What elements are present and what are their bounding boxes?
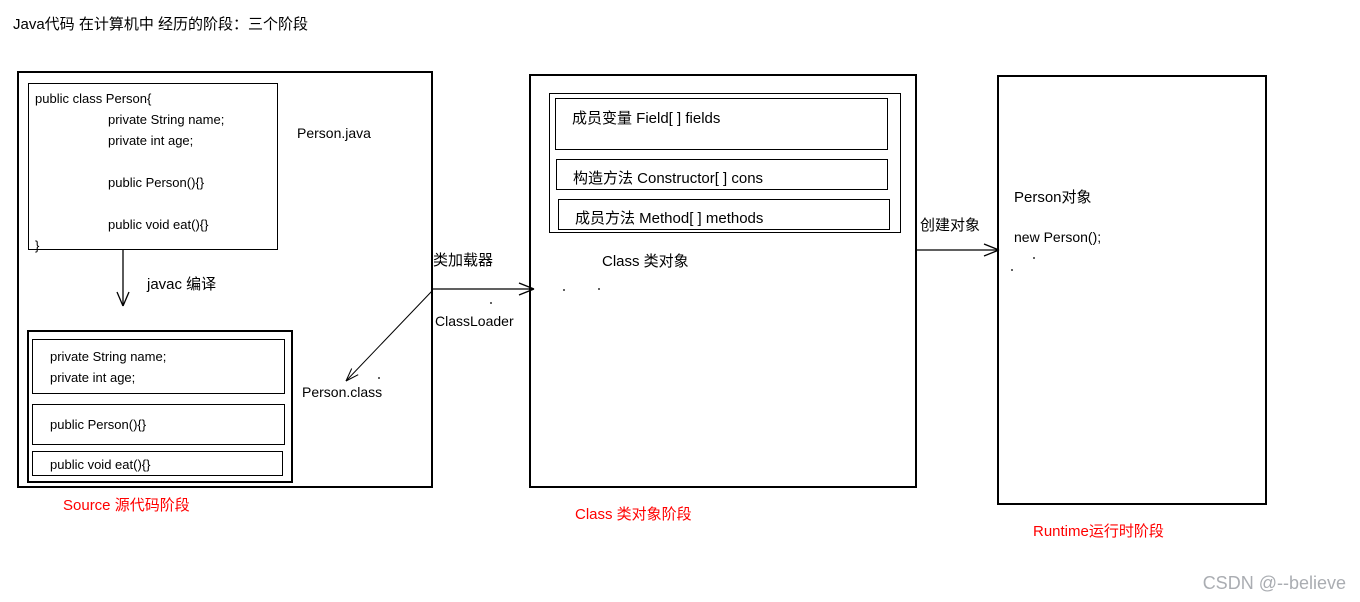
compiled-constructor-box: public Person(){} — [32, 404, 285, 445]
member-fields-box: 成员变量 Field[ ] fields — [555, 98, 888, 150]
class-members-container — [549, 93, 901, 233]
stray-dot — [378, 377, 380, 379]
class-stage-box — [529, 74, 917, 488]
compiled-method-line: public void eat(){} — [50, 457, 151, 472]
runtime-stage-box — [997, 75, 1267, 505]
stray-dot — [490, 302, 492, 304]
code-line: public Person(){} — [108, 175, 205, 190]
new-person-code: new Person(); — [1014, 229, 1102, 245]
class-object-label: Class 类对象 — [602, 253, 689, 270]
runtime-stage-label: Runtime运行时阶段 — [1033, 523, 1164, 540]
person-object-label: Person对象 — [1014, 189, 1092, 206]
code-line: } — [35, 238, 40, 253]
class-stage-label: Class 类对象阶段 — [575, 506, 692, 523]
compiled-fields-box: private String name; private int age; — [32, 339, 285, 394]
code-line-blank — [35, 151, 277, 172]
source-stage-label: Source 源代码阶段 — [63, 497, 190, 514]
code-line-blank — [35, 193, 277, 214]
member-constructor-box: 构造方法 Constructor[ ] cons — [556, 159, 888, 190]
member-constructor-label: 构造方法 Constructor[ ] cons — [573, 170, 764, 187]
compiled-field-line: private String name; — [50, 349, 167, 364]
classloader-label-en: ClassLoader — [435, 313, 514, 329]
code-line: public class Person{ — [35, 91, 152, 106]
code-line: private String name; — [108, 112, 225, 127]
csdn-watermark: CSDN @--believe — [1202, 573, 1346, 593]
classloader-arrow — [432, 282, 535, 296]
person-class-label: Person.class — [302, 384, 383, 400]
source-code-box: public class Person{ private String name… — [28, 83, 278, 253]
code-line: private int age; — [108, 133, 194, 148]
code-line: public void eat(){} — [108, 217, 209, 232]
stray-dot — [563, 289, 565, 291]
create-object-arrow-label: 创建对象 — [920, 217, 981, 234]
member-fields-label: 成员变量 Field[ ] fields — [572, 110, 721, 127]
person-java-label: Person.java — [297, 125, 371, 141]
compiled-field-line: private int age; — [50, 370, 136, 385]
classloader-label-cn: 类加载器 — [433, 252, 494, 269]
stray-dot — [1011, 269, 1013, 271]
stray-dot — [1033, 257, 1035, 259]
compiled-method-box: public void eat(){} — [32, 451, 283, 476]
member-methods-box: 成员方法 Method[ ] methods — [558, 199, 890, 230]
page-title: Java代码 在计算机中 经历的阶段：三个阶段 — [13, 16, 309, 33]
compiled-class-box — [27, 330, 293, 483]
stray-dot — [598, 288, 600, 290]
compiled-constructor-line: public Person(){} — [50, 417, 147, 432]
javac-arrow-label: javac 编译 — [147, 276, 217, 293]
source-stage-box — [17, 71, 433, 488]
create-object-arrow — [917, 243, 1000, 257]
member-methods-label: 成员方法 Method[ ] methods — [575, 210, 764, 227]
